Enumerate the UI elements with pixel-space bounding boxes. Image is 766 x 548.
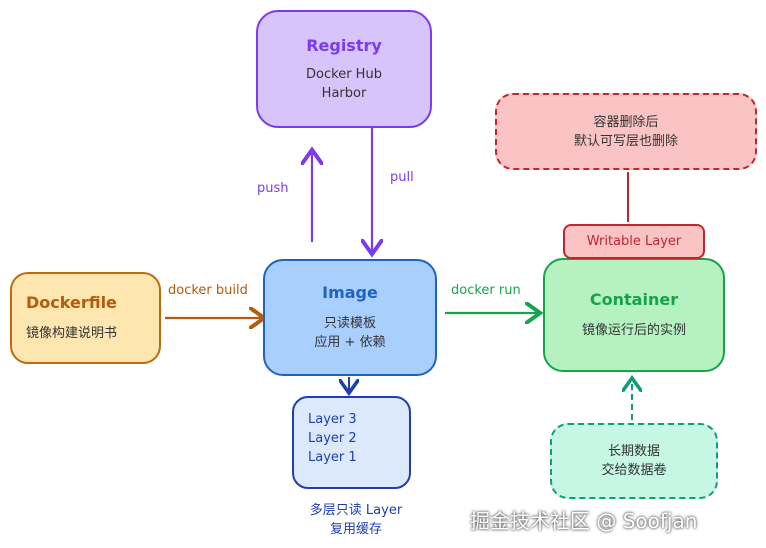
- dockerfile-line-1: 镜像构建说明书: [26, 326, 118, 341]
- run-label: docker run: [451, 283, 521, 298]
- delete-note-line-1: 容器删除后: [593, 114, 659, 130]
- volume-line-2: 交给数据卷: [601, 463, 667, 478]
- push-label: push: [257, 181, 289, 196]
- container-line-1: 镜像运行后的实例: [581, 323, 686, 338]
- image-title: Image: [322, 283, 378, 302]
- volume-line-1: 长期数据: [607, 444, 660, 459]
- container-title: Container: [589, 290, 679, 309]
- watermark: 掘金技术社区 @ Soofjan: [470, 509, 698, 533]
- layer-2: Layer 2: [308, 431, 357, 446]
- image-line-2: 应用 + 依赖: [314, 335, 386, 350]
- writable-layer-title: Writable Layer: [586, 234, 682, 249]
- layers-caption-line-2: 复用缓存: [329, 522, 382, 537]
- registry-line-1: Docker Hub: [306, 66, 382, 82]
- layer-1: Layer 1: [308, 450, 357, 465]
- writable-layer-box: Writable Layer: [563, 224, 705, 259]
- image-line-1: 只读模板: [323, 316, 376, 331]
- delete-note-line-2: 默认可写层也删除: [573, 133, 678, 149]
- registry-line-2: Harbor: [321, 85, 367, 101]
- delete-note-box: 容器删除后 默认可写层也删除: [495, 93, 757, 170]
- layer-3: Layer 3: [308, 412, 357, 427]
- image-box: Image 只读模板 应用 + 依赖: [263, 259, 437, 376]
- registry-title: Registry: [306, 35, 382, 55]
- volume-box: 长期数据 交给数据卷: [550, 423, 718, 499]
- pull-label: pull: [390, 170, 414, 185]
- dockerfile-box: Dockerfile 镜像构建说明书: [10, 272, 161, 364]
- layers-caption-line-1: 多层只读 Layer: [309, 503, 403, 518]
- dockerfile-title: Dockerfile: [26, 293, 117, 312]
- layers-box: Layer 3 Layer 2 Layer 1: [292, 396, 411, 489]
- registry-box: Registry Docker Hub Harbor: [256, 10, 432, 128]
- build-label: docker build: [168, 283, 248, 298]
- layers-caption: 多层只读 Layer 复用缓存: [292, 501, 420, 539]
- container-box: Container 镜像运行后的实例: [543, 258, 725, 372]
